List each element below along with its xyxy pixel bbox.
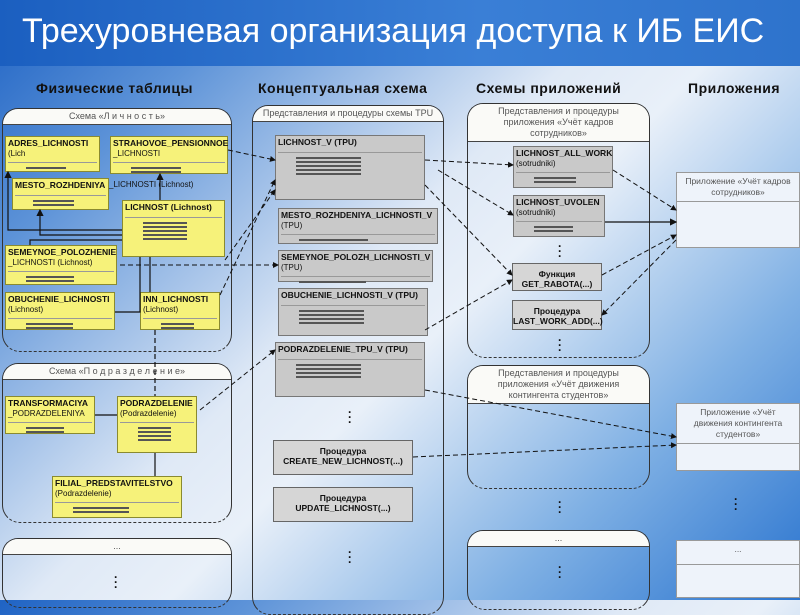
ellipsis-icon: ···: [348, 405, 352, 429]
ellipsis-icon: ···: [114, 570, 118, 594]
table-name: PODRAZDELENIE: [120, 398, 193, 408]
table-name: FILIAL_PREDSTAVITELSTVO: [55, 478, 173, 488]
view-name: MESTO_ROZHDENIYA_LICHNOSTI_V: [281, 210, 433, 220]
table-schema: _LICHNOSTI (Lichnost): [8, 258, 93, 267]
view-schema: (sotrudniki): [516, 208, 556, 217]
table-schema: _LICHNOSTI (Lichnost): [109, 180, 194, 189]
column-header-apps: Приложения: [688, 80, 781, 96]
app-title: Приложение «Учёт кадров сотрудников»: [677, 173, 799, 202]
view-schema: (TPU): [281, 263, 303, 272]
table-name: SEMEYNOE_POLOZHENIE: [8, 247, 117, 257]
view-schema: (TPU): [281, 221, 303, 230]
table-name: OBUCHENIE_LICHNOSTI: [8, 294, 110, 304]
view-lichnost-v[interactable]: LICHNOST_V (TPU): [275, 135, 425, 200]
view-schema: (sotrudniki): [516, 159, 556, 168]
schema-podrazdelenie-header: Схема «П о д р а з д е л е н и е»: [3, 364, 231, 380]
schema-other-header: ...: [3, 539, 231, 555]
title-band: [0, 0, 800, 66]
app-schema-students-header: Представления и процедуры приложения «Уч…: [468, 366, 649, 404]
app-schema-kadry: Представления и процедуры приложения «Уч…: [467, 103, 650, 358]
view-name: LICHNOST_V (TPU): [278, 137, 357, 147]
column-header-physical: Физические таблицы: [36, 80, 193, 96]
table-schema: (Podrazdelenie): [120, 409, 177, 418]
proc-kind: Процедура: [319, 446, 367, 456]
view-lichnost-all-work[interactable]: LICHNOST_ALL_WORK(sotrudniki): [513, 146, 613, 188]
table-schema: _LICHNOSTI: [113, 149, 161, 158]
table-schema: (Lichnost): [143, 305, 179, 314]
app-students[interactable]: Приложение «Учёт движения контингента ст…: [676, 403, 800, 471]
table-inn-lichnosti[interactable]: INN_LICHNOSTI(Lichnost): [140, 292, 220, 330]
proc-name: LAST_WORK_ADD(...): [513, 316, 603, 326]
table-obuchenie-lichnosti[interactable]: OBUCHENIE_LICHNOSTI(Lichnost): [5, 292, 115, 330]
table-name: STRAHOVOE_PENSIONNOE: [113, 138, 229, 148]
app-schema-students: Представления и процедуры приложения «Уч…: [467, 365, 650, 489]
table-name: TRANSFORMACIYA: [8, 398, 88, 408]
view-name: LICHNOST_ALL_WORK: [516, 148, 613, 158]
table-name: ADRES_LICHNOSTI: [8, 138, 89, 148]
table-name: MESTO_ROZHDENIYA: [15, 180, 106, 190]
table-adres-lichnosti[interactable]: ADRES_LICHNOSTI(Lich: [5, 136, 100, 172]
ellipsis-icon: ···: [558, 560, 562, 584]
column-header-app-schemas: Схемы приложений: [476, 80, 622, 96]
proc-name: GET_RABOTA(...): [521, 279, 593, 289]
view-semeynoe-polozh-v[interactable]: SEMEYNOE_POLOZH_LICHNOSTI_V(TPU): [278, 250, 433, 283]
table-filial-predstavitelstvo[interactable]: FILIAL_PREDSTAVITELSTVO(Podrazdelenie): [52, 476, 182, 518]
table-name: LICHNOST (Lichnost): [125, 202, 212, 212]
table-semeynoe-polozhenie[interactable]: SEMEYNOE_POLOZHENIE_LICHNOSTI (Lichnost): [5, 245, 117, 285]
view-obuchenie-v[interactable]: OBUCHENIE_LICHNOSTI_V (TPU): [278, 288, 428, 336]
view-name: OBUCHENIE_LICHNOSTI_V (TPU): [281, 290, 418, 300]
view-lichnost-uvolen[interactable]: LICHNOST_UVOLEN(sotrudniki): [513, 195, 605, 237]
table-strahovoe-pensionnoe[interactable]: STRAHOVOE_PENSIONNOE_LICHNOSTI: [110, 136, 228, 174]
view-name: LICHNOST_UVOLEN: [516, 197, 600, 207]
table-schema: (Podrazdelenie): [55, 489, 112, 498]
proc-kind: Функция: [538, 269, 576, 279]
ellipsis-icon: ···: [558, 333, 562, 357]
ellipsis-icon: ···: [348, 545, 352, 569]
conceptual-header: Представления и процедуры схемы TPU: [253, 106, 443, 122]
app-kadry[interactable]: Приложение «Учёт кадров сотрудников»: [676, 172, 800, 248]
view-mesto-rozhdeniya-v[interactable]: MESTO_ROZHDENIYA_LICHNOSTI_V(TPU): [278, 208, 438, 244]
slide-title: Трехуровневая организация доступа к ИБ Е…: [22, 12, 765, 50]
proc-kind: Процедура: [319, 493, 367, 503]
view-name: PODRAZDELENIE_TPU_V (TPU): [278, 344, 408, 354]
ellipsis-icon: ···: [734, 492, 738, 516]
app-other[interactable]: ...: [676, 540, 800, 598]
app-schema-kadry-header: Представления и процедуры приложения «Уч…: [468, 104, 649, 142]
schema-lichnost: Схема «Л и ч н о с т ь»: [2, 108, 232, 352]
table-schema: (Lich: [8, 149, 26, 158]
column-header-conceptual: Концептуальная схема: [258, 80, 428, 96]
ellipsis-icon: ···: [558, 495, 562, 519]
app-title: ...: [677, 541, 799, 565]
schema-podrazdelenie: Схема «П о д р а з д е л е н и е»: [2, 363, 232, 523]
connector-arrows: [4, 149, 678, 476]
schema-lichnost-header: Схема «Л и ч н о с т ь»: [3, 109, 231, 125]
table-podrazdelenie[interactable]: PODRAZDELENIE(Podrazdelenie): [117, 396, 197, 453]
proc-name: CREATE_NEW_LICHNOST(...): [283, 456, 403, 466]
table-transformaciya[interactable]: TRANSFORMACIYA_PODRAZDELENIYA: [5, 396, 95, 434]
table-schema: (Lichnost): [8, 305, 44, 314]
app-title: Приложение «Учёт движения контингента ст…: [677, 404, 799, 444]
view-name: SEMEYNOE_POLOZH_LICHNOSTI_V: [281, 252, 431, 262]
table-name: INN_LICHNOSTI: [143, 294, 209, 304]
ellipsis-icon: ···: [558, 239, 562, 263]
view-podrazdelenie-tpu-v[interactable]: PODRAZDELENIE_TPU_V (TPU): [275, 342, 425, 397]
table-schema: _PODRAZDELENIYA: [8, 409, 85, 418]
proc-name: UPDATE_LICHNOST(...): [295, 503, 391, 513]
app-schema-other-header: ...: [468, 531, 649, 547]
table-mesto-rozhdeniya[interactable]: MESTO_ROZHDENIYA_LICHNOSTI (Lichnost): [12, 178, 193, 210]
table-lichnost[interactable]: LICHNOST (Lichnost): [122, 200, 225, 257]
proc-kind: Процедура: [533, 306, 581, 316]
